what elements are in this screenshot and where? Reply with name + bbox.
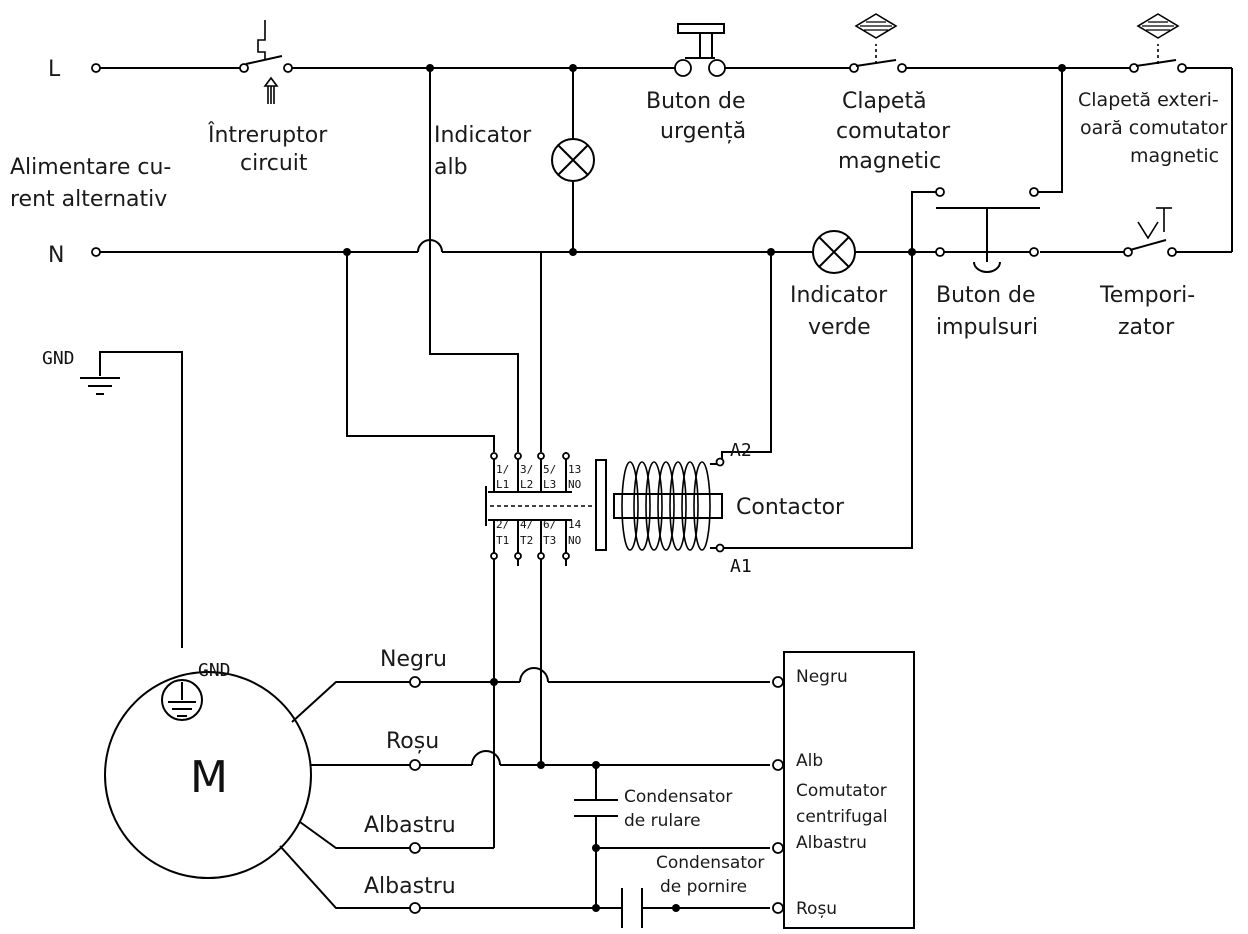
green-indicator-label-1: Indicator (790, 283, 888, 308)
white-indicator-label-2: alb (434, 155, 468, 180)
contactor-label: Contactor (736, 495, 845, 520)
tb-centrifugal-1: Comutator (796, 781, 887, 801)
motor-leads: Negru Roșu Albastru Albastru (279, 647, 770, 914)
ct-top-l2: L2 (520, 478, 533, 491)
ground-top-label: GND (42, 348, 75, 369)
ct-top-5: 5/ (543, 463, 556, 476)
ct-top-1: 1/ (496, 463, 509, 476)
start-cap-label-1: Condensator (656, 853, 764, 873)
run-cap-label-2: de rulare (624, 811, 701, 831)
wire-blue2-label: Albastru (364, 874, 456, 899)
circuit-breaker: Întreruptor circuit (207, 20, 328, 176)
ground-top: GND (42, 348, 183, 648)
run-capacitor: Condensator de rulare (574, 761, 770, 912)
ct-bot-t3: T3 (543, 534, 556, 547)
breaker-label-1: Întreruptor (207, 122, 328, 148)
ct-top-13: 13 (568, 463, 581, 476)
jog-label-1: Buton de (936, 283, 1036, 308)
contactor-a2: A2 (730, 440, 752, 461)
neutral-rail: N (48, 239, 1232, 268)
jog-label-2: impulsuri (936, 315, 1038, 340)
tb-blue: Albastru (796, 833, 867, 853)
ct-top-l1: L1 (496, 478, 509, 491)
white-indicator-label-1: Indicator (434, 123, 532, 148)
magnetic-flap-label-3: magnetic (838, 149, 941, 174)
motor-label: M (190, 752, 228, 803)
supply-label-1: Alimentare cu- (10, 155, 171, 180)
supply-label-2: rent alternativ (10, 187, 167, 212)
outer-magnetic-switch-flap: Clapetă exteri- oară comutator magnetic (1078, 13, 1228, 167)
ct-bot-14: 14 (568, 518, 582, 531)
neutral-label: N (48, 243, 64, 268)
motor: M GND (104, 660, 312, 879)
tb-black: Negru (796, 667, 848, 687)
outer-flap-label-3: magnetic (1130, 145, 1219, 167)
ct-top-l3: L3 (543, 478, 556, 491)
timer: Tempori- zator (1099, 207, 1195, 340)
magnetic-flap-label-2: comutator (836, 119, 951, 144)
start-cap-label-2: de pornire (660, 877, 747, 897)
outer-flap-label-1: Clapetă exteri- (1078, 89, 1219, 111)
terminal-box: Negru Alb Comutator centrifugal Albastru… (772, 651, 915, 929)
wire-blue1-label: Albastru (364, 813, 456, 838)
contactor-a1: A1 (730, 556, 752, 577)
breaker-label-2: circuit (240, 151, 308, 176)
jog-button: Buton de impulsuri (911, 68, 1063, 340)
line-rail: L (48, 57, 1233, 252)
contactor: 1/ 3/ 5/ 13 L1 L2 L3 NO 2/ 4/ 6/ 14 T1 T… (485, 440, 845, 577)
green-indicator-label-2: verde (808, 315, 871, 340)
ct-bot-t1: T1 (496, 534, 509, 547)
contactor-coil (613, 457, 725, 553)
magnetic-switch-flap: Clapetă comutator magnetic (836, 13, 951, 174)
wire-red-label: Roșu (386, 729, 439, 754)
ct-bot-no: NO (568, 534, 581, 547)
timer-label-1: Tempori- (1099, 283, 1195, 308)
ct-top-no: NO (568, 478, 581, 491)
white-indicator: Indicator alb (434, 68, 595, 256)
line-label: L (48, 57, 61, 82)
tb-white: Alb (796, 751, 823, 771)
emergency-button: Buton de urgență (646, 23, 746, 144)
tb-centrifugal-2: centrifugal (796, 807, 888, 827)
emergency-label-1: Buton de (646, 89, 746, 114)
emergency-label-2: urgență (660, 119, 746, 144)
outer-flap-label-2: oară comutator (1080, 117, 1228, 139)
start-capacitor: Condensator de pornire (621, 853, 764, 928)
ct-bot-4: 4/ (520, 518, 533, 531)
tb-red: Roșu (796, 899, 837, 919)
timer-label-2: zator (1118, 315, 1175, 340)
ct-bot-t2: T2 (520, 534, 533, 547)
line-terminal (91, 63, 101, 73)
ct-bot-2: 2/ (496, 518, 509, 531)
ground-motor-label: GND (198, 660, 231, 681)
ct-bot-6: 6/ (543, 518, 556, 531)
green-indicator: Indicator verde (790, 230, 888, 340)
wire-black-label: Negru (380, 647, 447, 672)
ct-top-3: 3/ (520, 463, 533, 476)
run-cap-label-1: Condensator (624, 787, 732, 807)
magnetic-flap-label-1: Clapetă (842, 89, 927, 114)
